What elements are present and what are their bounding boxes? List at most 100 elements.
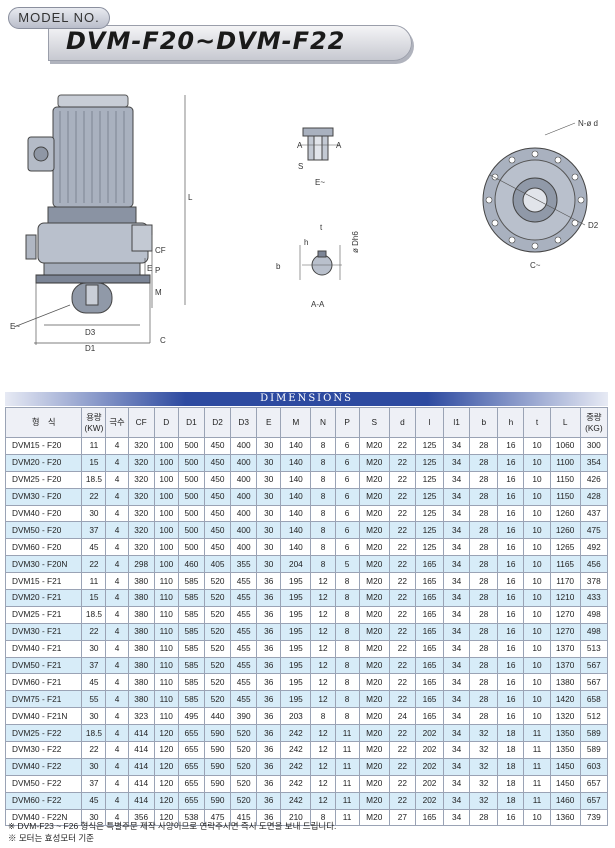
value-cell: 22 <box>388 572 416 591</box>
value-cell: 380 <box>127 690 155 709</box>
value-cell: 12 <box>310 639 336 658</box>
value-cell: 195 <box>280 690 312 709</box>
value-cell: 195 <box>280 673 312 692</box>
value-cell: 4 <box>105 707 129 726</box>
model-cell: DVM60 - F21 <box>4 673 83 692</box>
value-cell: 16 <box>497 605 525 624</box>
value-cell: 36 <box>256 622 282 641</box>
value-cell: 492 <box>579 538 609 557</box>
value-cell: 34 <box>443 791 471 810</box>
footnotes: ※ DVM-F23 ~ F26 형식은 특별주문 제작 사양이므로 연락주시면 … <box>8 820 336 844</box>
value-cell: 34 <box>443 538 471 557</box>
value-cell: 125 <box>414 470 445 489</box>
value-cell: 414 <box>127 791 155 810</box>
value-cell: 28 <box>469 538 499 557</box>
value-cell: 455 <box>230 656 258 675</box>
value-cell: 18.5 <box>81 724 107 743</box>
model-cell: DVM40 - F22 <box>4 757 83 776</box>
value-cell: 355 <box>230 555 258 574</box>
column-header: t <box>523 407 551 438</box>
value-cell: 45 <box>81 673 107 692</box>
value-cell: 520 <box>230 757 258 776</box>
model-label: MODEL NO. <box>8 7 110 29</box>
value-cell: 433 <box>579 589 609 607</box>
value-cell: M20 <box>358 808 390 827</box>
value-cell: 15 <box>81 453 107 472</box>
value-cell: 202 <box>414 774 445 793</box>
value-cell: 475 <box>579 521 609 540</box>
value-cell: 22 <box>388 504 416 523</box>
value-cell: 450 <box>203 437 232 455</box>
value-cell: 520 <box>230 791 258 810</box>
value-cell: 1260 <box>549 504 581 523</box>
value-cell: 30 <box>256 453 282 472</box>
label-phi-dh6: ø Dh6 <box>351 231 360 253</box>
value-cell: 28 <box>469 707 499 726</box>
value-cell: 4 <box>105 504 129 523</box>
value-cell: 520 <box>230 724 258 743</box>
value-cell: 1350 <box>549 741 581 759</box>
value-cell: 22 <box>388 741 416 759</box>
value-cell: 12 <box>310 622 336 641</box>
label-E-tilde: E~ <box>10 322 20 331</box>
value-cell: 8 <box>310 437 336 455</box>
value-cell: 1370 <box>549 639 581 658</box>
value-cell: 28 <box>469 808 499 827</box>
value-cell: 36 <box>256 724 282 743</box>
value-cell: 202 <box>414 757 445 776</box>
value-cell: 320 <box>127 437 155 455</box>
value-cell: 589 <box>579 724 609 743</box>
value-cell: 400 <box>230 487 258 506</box>
value-cell: 100 <box>153 470 179 489</box>
value-cell: 16 <box>497 589 525 607</box>
value-cell: 22 <box>388 555 416 574</box>
value-cell: 32 <box>469 791 499 810</box>
value-cell: 520 <box>203 673 232 692</box>
value-cell: 414 <box>127 741 155 759</box>
model-cell: DVM40 - F20 <box>4 504 83 523</box>
value-cell: 15 <box>81 589 107 607</box>
value-cell: 195 <box>280 622 312 641</box>
value-cell: 380 <box>127 673 155 692</box>
value-cell: 100 <box>153 453 179 472</box>
value-cell: 320 <box>127 470 155 489</box>
model-cell: DVM60 - F22 <box>4 791 83 810</box>
value-cell: 12 <box>310 656 336 675</box>
value-cell: 36 <box>256 673 282 692</box>
value-cell: 140 <box>280 521 312 540</box>
value-cell: 320 <box>127 487 155 506</box>
value-cell: 11 <box>334 808 360 827</box>
value-cell: M20 <box>358 741 390 759</box>
value-cell: 22 <box>388 639 416 658</box>
value-cell: 28 <box>469 453 499 472</box>
column-header: E <box>256 407 282 438</box>
value-cell: 6 <box>334 504 360 523</box>
value-cell: 455 <box>230 639 258 658</box>
value-cell: 1450 <box>549 774 581 793</box>
value-cell: 34 <box>443 774 471 793</box>
value-cell: 22 <box>81 741 107 759</box>
value-cell: 30 <box>256 470 282 489</box>
value-cell: 110 <box>153 656 179 675</box>
model-cell: DVM15 - F20 <box>4 437 83 455</box>
value-cell: 28 <box>469 639 499 658</box>
value-cell: 10 <box>523 521 551 540</box>
label-AA: A-A <box>311 300 325 309</box>
value-cell: 18 <box>497 724 525 743</box>
value-cell: 440 <box>203 707 232 726</box>
value-cell: 455 <box>230 673 258 692</box>
value-cell: 11 <box>334 791 360 810</box>
value-cell: 11 <box>523 724 551 743</box>
value-cell: 37 <box>81 521 107 540</box>
value-cell: 12 <box>310 690 336 709</box>
value-cell: 1270 <box>549 622 581 641</box>
column-header: h <box>497 407 525 438</box>
